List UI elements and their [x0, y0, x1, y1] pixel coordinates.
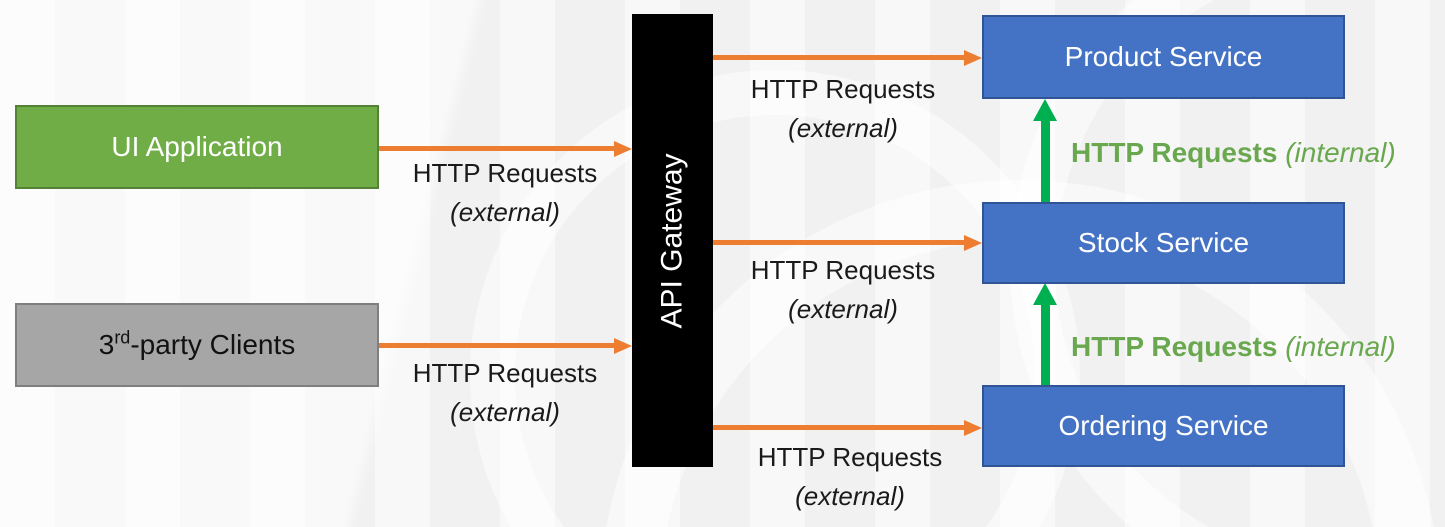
external-request-arrow-gateway-to-ordering — [713, 419, 982, 436]
ordinal-superscript: rd — [114, 327, 131, 348]
node-api-gateway: API Gateway — [632, 14, 713, 467]
node-ui-application: UI Application — [15, 105, 379, 189]
arrow-shaft — [1040, 119, 1050, 202]
internal-request-label-2: HTTP Requests (internal) — [1071, 331, 1396, 363]
external-request-arrow-ui-to-gateway — [379, 140, 632, 157]
node-third-party-clients: 3rd-party Clients — [15, 303, 379, 387]
label-qualifier: (external) — [788, 294, 898, 324]
label-text: HTTP Requests — [412, 158, 598, 188]
label-text: HTTP Requests — [1071, 331, 1278, 362]
label-text: HTTP Requests — [412, 358, 598, 388]
external-request-arrow-clients-to-gateway — [379, 337, 632, 354]
node-api-gateway-label: API Gateway — [655, 152, 689, 329]
external-request-label-3: HTTP Requests (external) — [728, 70, 958, 148]
external-request-label-5: HTTP Requests (external) — [735, 438, 965, 516]
node-stock-service: Stock Service — [982, 202, 1345, 284]
internal-request-label-1: HTTP Requests (internal) — [1071, 137, 1396, 169]
arrow-head-up-icon — [1033, 283, 1057, 305]
label-qualifier: (internal) — [1277, 137, 1396, 168]
label-qualifier: (external) — [788, 113, 898, 143]
external-request-label-4: HTTP Requests (external) — [728, 251, 958, 329]
external-request-label-1: HTTP Requests (external) — [390, 154, 620, 232]
label-text: HTTP Requests — [750, 255, 936, 285]
node-product-service: Product Service — [982, 15, 1345, 99]
external-request-arrow-gateway-to-product — [713, 49, 982, 66]
node-stock-service-label: Stock Service — [1077, 227, 1250, 258]
label-text: HTTP Requests — [750, 74, 936, 104]
label-text: HTTP Requests — [1071, 137, 1278, 168]
arrow-shaft — [1040, 303, 1050, 385]
label-qualifier: (external) — [450, 197, 560, 227]
label-qualifier: (external) — [795, 481, 905, 511]
arrow-head-up-icon — [1033, 99, 1057, 121]
internal-request-arrow-stock-to-product — [1033, 99, 1057, 202]
node-ordering-service-label: Ordering Service — [1058, 410, 1269, 441]
node-third-party-clients-label: 3rd-party Clients — [98, 327, 296, 360]
node-product-service-label: Product Service — [1064, 41, 1263, 72]
internal-request-arrow-ordering-to-stock — [1033, 283, 1057, 385]
node-ordering-service: Ordering Service — [982, 385, 1345, 467]
label-qualifier: (internal) — [1277, 331, 1396, 362]
label-text: HTTP Requests — [757, 442, 943, 472]
node-ui-application-label: UI Application — [111, 131, 283, 162]
external-request-arrow-gateway-to-stock — [713, 234, 982, 251]
external-request-label-2: HTTP Requests (external) — [390, 354, 620, 432]
label-qualifier: (external) — [450, 397, 560, 427]
